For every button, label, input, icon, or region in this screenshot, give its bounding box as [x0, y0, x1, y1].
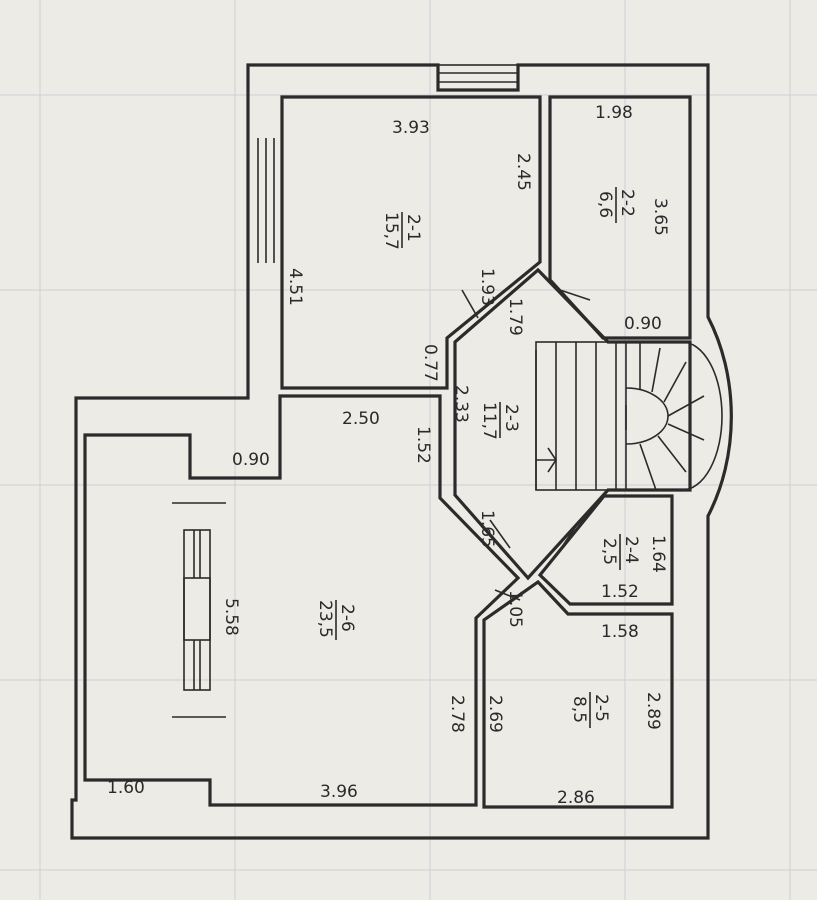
- dim-1-60: 1.60: [107, 778, 145, 798]
- dim-2-69: 2.69: [485, 695, 505, 733]
- dim-1-58: 1.58: [601, 622, 639, 642]
- dim-2-78: 2.78: [447, 695, 467, 733]
- dim-2-89: 2.89: [643, 692, 663, 730]
- room-area-2-2: 6,6: [595, 191, 615, 218]
- room-area-2-6: 23,5: [315, 600, 335, 638]
- room-label-2-2: 2-2 6,6: [595, 187, 637, 223]
- room-area-2-1: 15,7: [381, 212, 401, 250]
- dim-1-52-a: 1.52: [413, 426, 433, 464]
- dim-2-86: 2.86: [557, 788, 595, 808]
- room-id-2-1: 2-1: [403, 214, 423, 242]
- dim-3-65: 3.65: [650, 198, 670, 236]
- window-left-2-6: [172, 502, 226, 718]
- staircase: [535, 341, 723, 491]
- room-id-2-3: 2-3: [501, 404, 521, 432]
- room-area-2-5: 8,5: [569, 696, 589, 723]
- outer-wall: [70, 63, 733, 840]
- room-label-2-5: 2-5 8,5: [569, 692, 611, 728]
- room-2-1-outline: [280, 95, 542, 390]
- room-2-4-outline: [537, 494, 674, 606]
- door-marks: [461, 289, 591, 601]
- room-id-2-5: 2-5: [591, 694, 611, 722]
- dim-2-33: 2.33: [451, 385, 471, 423]
- dim-2-45: 2.45: [513, 153, 533, 191]
- room-label-2-4: 2-4 2,5: [599, 534, 641, 570]
- window-left-2-1: [257, 138, 275, 263]
- dim-2-50: 2.50: [342, 409, 380, 429]
- room-label-2-3: 2-3 11,7: [479, 402, 521, 440]
- dim-1-65: 1.65: [477, 510, 497, 548]
- room-id-2-2: 2-2: [617, 189, 637, 217]
- window-top: [437, 64, 519, 91]
- room-2-3-outline: [453, 267, 692, 581]
- dim-0-90-b: 0.90: [232, 450, 270, 470]
- room-area-2-3: 11,7: [479, 402, 499, 440]
- room-label-2-6: 2-6 23,5: [315, 600, 357, 640]
- dim-3-93: 3.93: [392, 118, 430, 138]
- dim-1-05: 1.05: [505, 590, 525, 628]
- dim-4-51: 4.51: [285, 268, 305, 306]
- dim-3-96: 3.96: [320, 782, 358, 802]
- dim-0-90-a: 0.90: [624, 314, 662, 334]
- room-2-6-outline: [83, 394, 521, 807]
- dim-1-98: 1.98: [595, 103, 633, 123]
- dim-1-52-b: 1.52: [601, 582, 639, 602]
- dim-0-77: 0.77: [420, 344, 440, 382]
- dim-5-58: 5.58: [221, 598, 241, 636]
- dim-1-93: 1.93: [477, 268, 497, 306]
- room-area-2-4: 2,5: [599, 538, 619, 565]
- room-id-2-6: 2-6: [337, 604, 357, 632]
- room-2-5-outline: [482, 579, 674, 809]
- room-label-2-1: 2-1 15,7: [381, 212, 423, 250]
- room-id-2-4: 2-4: [621, 536, 641, 564]
- dim-1-79: 1.79: [505, 298, 525, 336]
- dim-1-64: 1.64: [648, 535, 668, 573]
